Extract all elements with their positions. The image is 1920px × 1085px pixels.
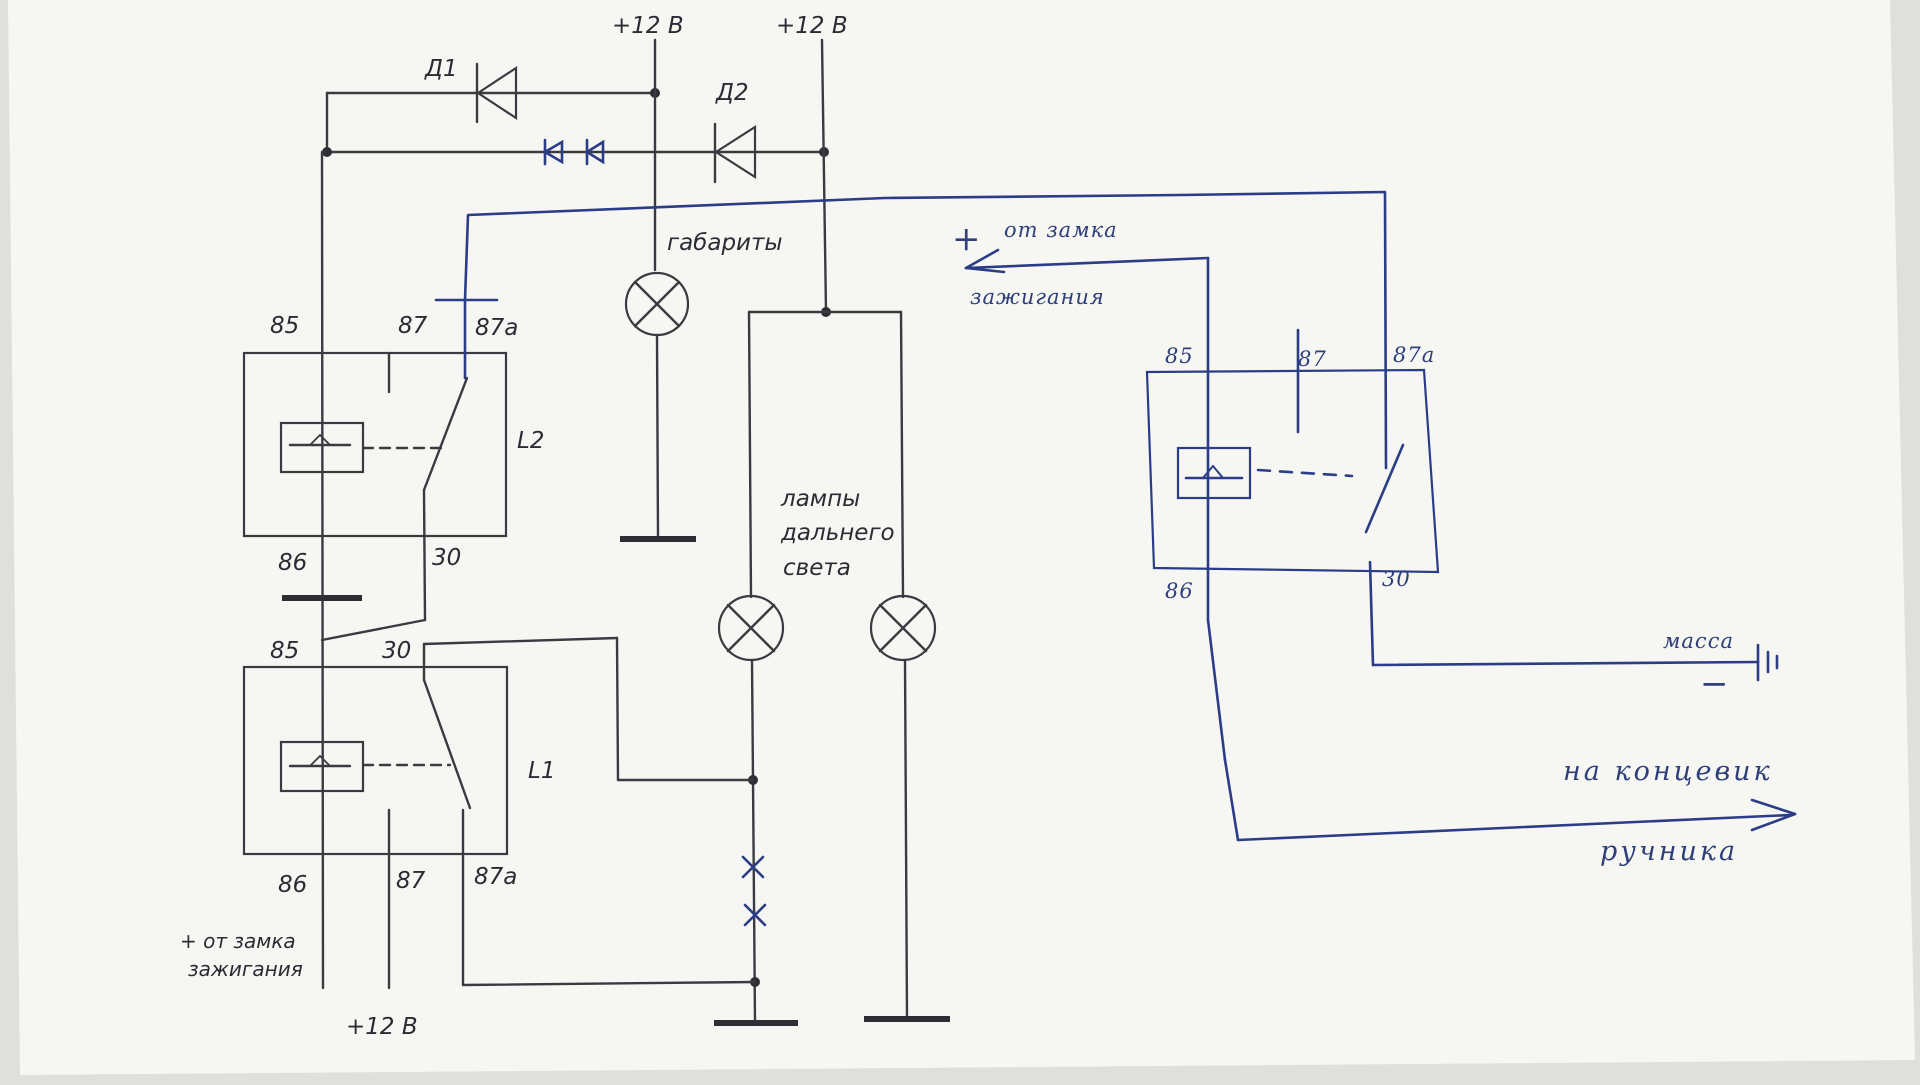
- added-relay-pin-85: 85: [1165, 344, 1194, 368]
- added-relay-pin-86: 86: [1165, 579, 1194, 603]
- ignition-note-line1: + от замка: [180, 929, 296, 953]
- added-relay-pin-87: 87: [1298, 347, 1327, 371]
- relay-l2: [242, 150, 508, 990]
- parking-lamp-label: габариты: [667, 230, 783, 256]
- handbrake-line1: на концевик: [1563, 756, 1773, 787]
- high-beam-label-3: света: [783, 555, 851, 581]
- relay-l2-pin-85: 85: [270, 313, 299, 339]
- relay-l2-pin-86: 86: [278, 550, 307, 576]
- added-relay-pin-87a: 87а: [1393, 343, 1435, 367]
- high-beam-label-2: дальнего: [780, 520, 895, 546]
- added-wire-87a: [434, 190, 1388, 470]
- relay-l1-pin-30: 30: [382, 638, 411, 664]
- ground-minus-sign: −: [1700, 664, 1732, 704]
- ground-label: масса: [1663, 629, 1734, 653]
- wire-break-icon: [741, 855, 767, 927]
- supply-label-bottom: +12 В: [346, 1014, 418, 1040]
- ground-icon: [1756, 643, 1779, 682]
- added-relay-pin-30: 30: [1382, 567, 1411, 591]
- diode-d2-label: Д2: [715, 80, 749, 106]
- high-beam-lamps: [714, 310, 950, 1026]
- diode-d1-label: Д1: [424, 56, 458, 82]
- supply-lines: [653, 38, 831, 317]
- supply-label-left: +12 В: [612, 13, 684, 39]
- high-beam-label-1: лампы: [780, 486, 860, 512]
- diode-d2: [713, 122, 757, 184]
- relay-l1-pin-87a: 87а: [474, 864, 517, 890]
- added-relay: [1145, 328, 1797, 842]
- parking-lamp: [620, 271, 696, 542]
- handbrake-line2: ручника: [1600, 836, 1738, 867]
- added-ignition-line2: зажигания: [970, 285, 1105, 309]
- diode-rails: [322, 88, 829, 157]
- added-diodes: [542, 138, 605, 166]
- relay-l2-name: L2: [517, 428, 544, 454]
- relay-l2-pin-87a: 87а: [475, 315, 518, 341]
- diode-d1: [475, 62, 518, 124]
- relay-l1: [242, 636, 757, 990]
- ignition-plus-sign: +: [952, 219, 984, 259]
- relay-l1-pin-87: 87: [396, 868, 426, 894]
- ignition-arrow-icon: [964, 248, 1210, 622]
- relay-l2-pin-30: 30: [432, 545, 461, 571]
- relay-l1-name: L1: [528, 758, 555, 784]
- supply-label-right: +12 В: [776, 13, 848, 39]
- paper-sheet: [8, 0, 1915, 1075]
- ignition-note-line2: зажигания: [188, 957, 303, 981]
- relay-l2-pin-87: 87: [398, 313, 428, 339]
- added-ignition-line1: от замка: [1004, 218, 1118, 242]
- relay-l1-pin-85: 85: [270, 638, 299, 664]
- relay-l1-pin-86: 86: [278, 872, 307, 898]
